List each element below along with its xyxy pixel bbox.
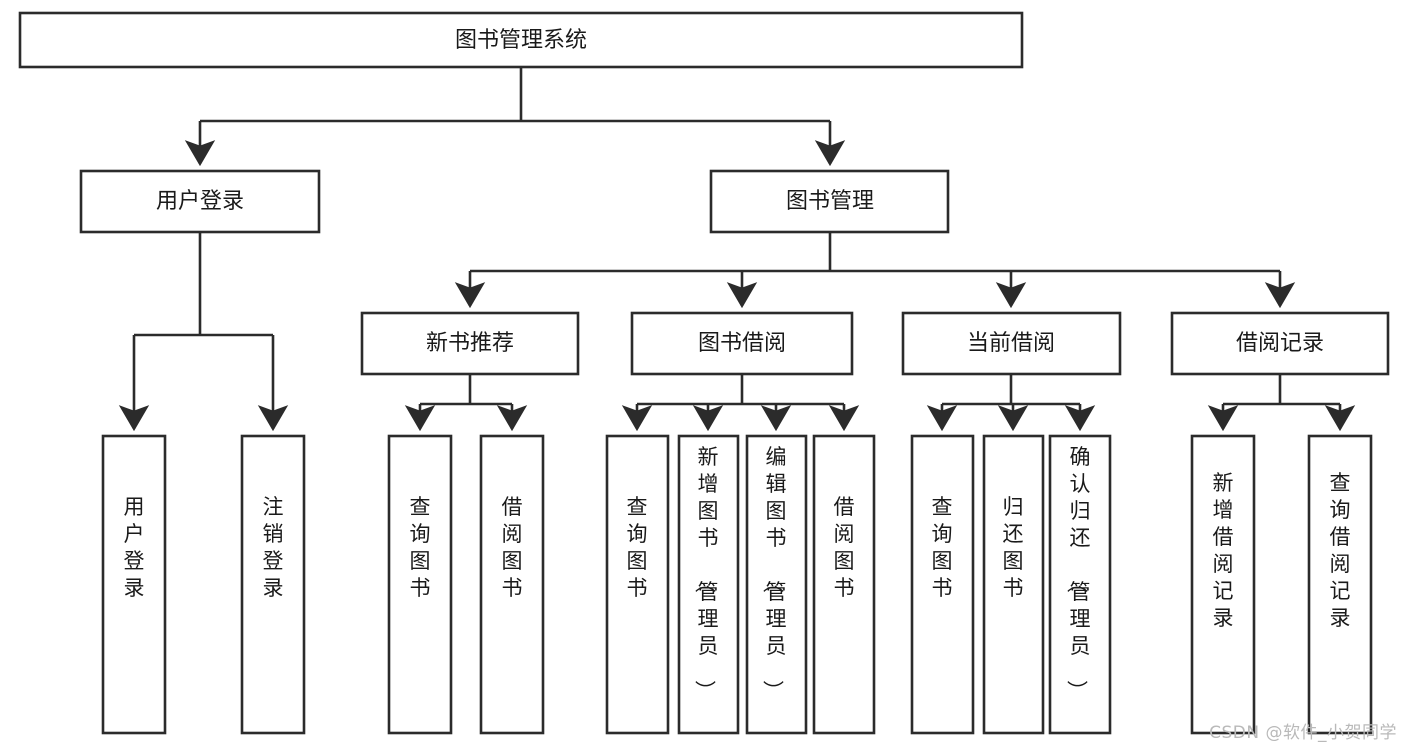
node-leaf-edit-book-admin-label: 编辑图书（管理员）	[761, 445, 787, 701]
node-leaf-query-book-borrow-box[interactable]	[605, 434, 670, 735]
node-leaf-return-book-box[interactable]	[982, 434, 1045, 735]
connector-group-current-borrow	[926, 374, 1096, 432]
node-book-borrow[interactable]: 图书借阅	[630, 311, 854, 376]
node-leaf-borrow-book-box[interactable]	[812, 434, 876, 735]
node-leaf-query-book-borrow[interactable]: 查询图书	[605, 434, 670, 735]
node-leaf-add-book-admin[interactable]: 新增图书（管理员）	[677, 434, 740, 735]
node-leaf-logout-box[interactable]	[240, 434, 306, 735]
node-leaf-query-book-rec-box[interactable]	[387, 434, 453, 735]
connector-group-new-book-recommend	[404, 374, 528, 432]
node-current-borrow-label: 当前借阅	[967, 331, 1055, 356]
node-leaf-logout[interactable]: 注销登录	[240, 434, 306, 735]
node-borrow-record[interactable]: 借阅记录	[1170, 311, 1390, 376]
node-user-login-box[interactable]	[79, 169, 321, 234]
node-leaf-query-borrow-record-label: 查询借阅记录	[1330, 471, 1351, 630]
node-user-login[interactable]: 用户登录	[79, 169, 321, 234]
node-leaf-query-book-current[interactable]: 查询图书	[910, 434, 975, 735]
node-new-book-recommend-label: 新书推荐	[426, 331, 514, 356]
node-book-borrow-label: 图书借阅	[698, 331, 786, 356]
node-leaf-borrow-book-rec-box[interactable]	[479, 434, 545, 735]
node-borrow-record-box[interactable]	[1170, 311, 1390, 376]
node-leaf-user-login-box[interactable]	[101, 434, 167, 735]
node-book-manage-box[interactable]	[709, 169, 950, 234]
node-leaf-query-book-current-label: 查询图书	[932, 495, 953, 600]
connector-group-book-manage	[454, 232, 1296, 309]
node-leaf-borrow-book-rec[interactable]: 借阅图书	[479, 434, 545, 735]
node-leaf-add-borrow-record-label: 新增借阅记录	[1213, 471, 1234, 630]
node-leaf-query-book-current-box[interactable]	[910, 434, 975, 735]
node-root[interactable]: 图书管理系统	[18, 11, 1024, 69]
node-root-box[interactable]	[18, 11, 1024, 69]
node-leaf-query-borrow-record-box[interactable]	[1307, 434, 1373, 735]
node-leaf-edit-book-admin[interactable]: 编辑图书（管理员）	[745, 434, 808, 735]
connector-group-root	[184, 67, 846, 167]
node-leaf-return-book-label: 归还图书	[1003, 495, 1024, 600]
node-leaf-add-book-admin-label: 新增图书（管理员）	[693, 445, 719, 701]
node-leaf-query-book-rec[interactable]: 查询图书	[387, 434, 453, 735]
node-leaf-return-book[interactable]: 归还图书	[982, 434, 1045, 735]
node-leaf-borrow-book[interactable]: 借阅图书	[812, 434, 876, 735]
connector-group-user-login	[118, 232, 289, 432]
node-book-manage-label: 图书管理	[786, 189, 874, 214]
node-leaf-add-book-admin-box[interactable]	[677, 434, 740, 735]
node-leaf-add-borrow-record[interactable]: 新增借阅记录	[1190, 434, 1256, 735]
node-leaf-edit-book-admin-box[interactable]	[745, 434, 808, 735]
node-leaf-confirm-return-admin-label: 确认归还（管理员）	[1065, 445, 1091, 701]
node-leaf-borrow-book-label: 借阅图书	[834, 495, 855, 600]
node-leaf-user-login-label: 用户登录	[124, 495, 145, 600]
node-leaf-confirm-return-admin-box[interactable]	[1048, 434, 1112, 735]
node-leaf-borrow-book-rec-label: 借阅图书	[502, 495, 523, 600]
node-new-book-recommend-box[interactable]	[360, 311, 580, 376]
node-user-login-label: 用户登录	[156, 189, 244, 214]
connector-group-borrow-record	[1207, 374, 1356, 432]
node-leaf-add-borrow-record-box[interactable]	[1190, 434, 1256, 735]
node-new-book-recommend[interactable]: 新书推荐	[360, 311, 580, 376]
node-borrow-record-label: 借阅记录	[1236, 331, 1324, 356]
node-leaf-logout-label: 注销登录	[263, 495, 284, 600]
csdn-watermark: CSDN @软件_小贺同学	[1209, 723, 1397, 743]
node-leaf-user-login[interactable]: 用户登录	[101, 434, 167, 735]
node-current-borrow-box[interactable]	[901, 311, 1122, 376]
node-book-manage[interactable]: 图书管理	[709, 169, 950, 234]
node-book-borrow-box[interactable]	[630, 311, 854, 376]
connector-group-book-borrow	[621, 374, 860, 432]
node-leaf-query-book-rec-label: 查询图书	[410, 495, 431, 600]
node-current-borrow[interactable]: 当前借阅	[901, 311, 1122, 376]
node-leaf-query-book-borrow-label: 查询图书	[627, 495, 648, 600]
node-leaf-confirm-return-admin[interactable]: 确认归还（管理员）	[1048, 434, 1112, 735]
node-leaf-query-borrow-record[interactable]: 查询借阅记录	[1307, 434, 1373, 735]
node-root-label: 图书管理系统	[455, 28, 587, 53]
